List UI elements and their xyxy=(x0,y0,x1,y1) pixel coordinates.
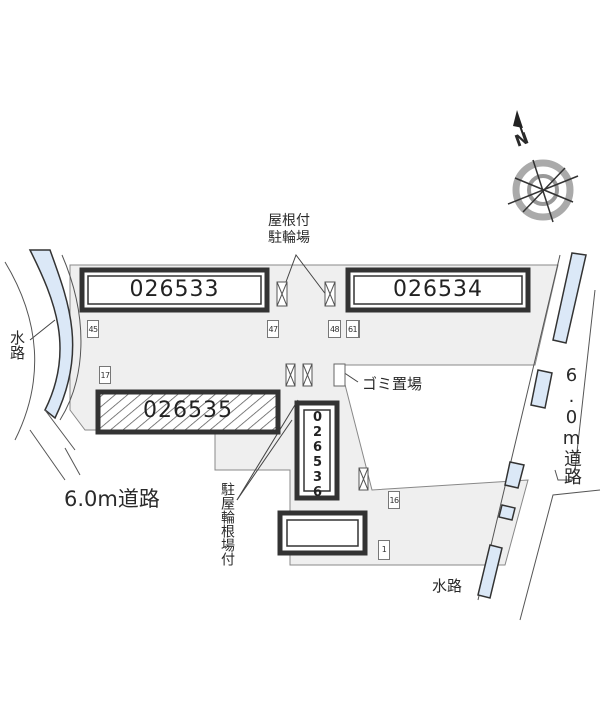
parking-space: 1 xyxy=(378,540,390,560)
building-id-026533: 026533 xyxy=(129,277,220,302)
parking-space: 47 xyxy=(267,320,279,338)
covered-bike-parking-label-top: 屋根付 駐輪場 xyxy=(268,213,310,246)
parking-space: 45 xyxy=(87,320,99,338)
building-id-026535: 026535 xyxy=(143,398,233,423)
building-id-026534: 026534 xyxy=(393,277,483,302)
parking-space: 48 xyxy=(328,320,341,338)
garbage-area xyxy=(333,363,346,387)
bike-shelter-marks xyxy=(276,281,369,491)
road-right-label: 6.0m道路 xyxy=(561,365,582,485)
right-waterway-4 xyxy=(498,504,516,521)
parking-space: 17 xyxy=(99,366,111,384)
parking-space: 61 xyxy=(346,320,359,338)
road-left-label: 6.0m道路 xyxy=(64,487,160,511)
garbage-area-label: ゴミ置場 xyxy=(362,375,423,393)
right-waterway-1 xyxy=(552,252,587,344)
waterway-bottom-label: 水路 xyxy=(432,577,463,595)
covered-bike-parking-label-mid: 駐屋輪根場付 xyxy=(219,482,235,566)
left-waterway xyxy=(28,249,74,420)
parking-space: 16 xyxy=(388,491,400,509)
building-026535 xyxy=(95,389,281,435)
right-waterway-3 xyxy=(504,461,525,489)
right-waterway-2 xyxy=(530,369,553,409)
building-id-026536: 026536 xyxy=(310,410,325,500)
waterway-left-label: 水路 xyxy=(8,330,26,360)
compass-rose-icon xyxy=(507,110,579,223)
right-waterway-5 xyxy=(477,544,503,599)
